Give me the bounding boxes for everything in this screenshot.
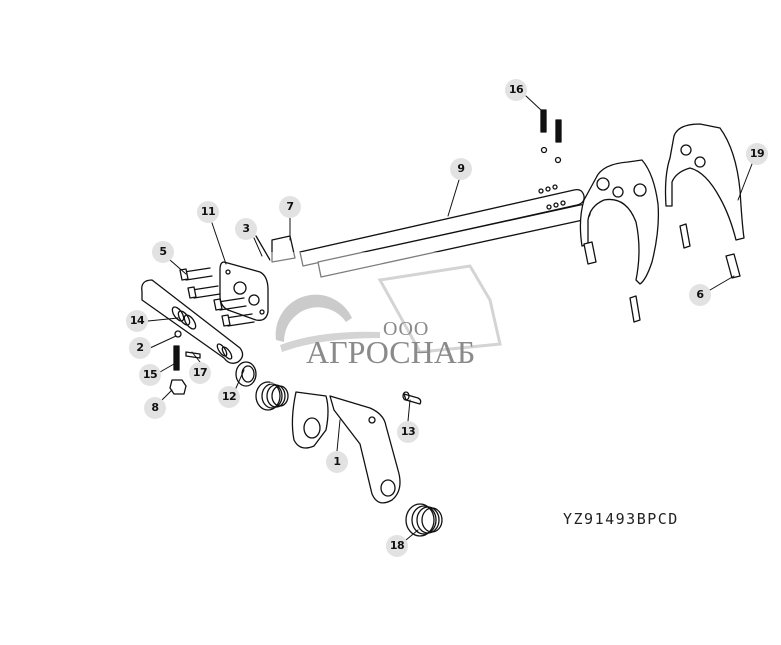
callout-5: 5 [152,241,174,263]
spring-upper-drawing [255,381,289,411]
callout-19: 19 [746,143,768,165]
leader-lines [147,95,753,541]
watermark-prefix: ООО [383,318,430,340]
callout-15: 15 [139,364,161,386]
callout-1: 1 [326,451,348,473]
callout-9: 9 [450,158,472,180]
shaft-drawing [141,279,244,364]
callout-11: 11 [197,201,219,223]
shift-fork-left-drawing [579,159,660,323]
callout-7: 7 [279,196,301,218]
callout-17: 17 [189,362,211,384]
callout-18: 18 [386,535,408,557]
shift-lever-drawing [291,391,401,504]
watermark-logo [270,252,535,384]
cover-plate-drawing [219,261,269,321]
drawing-code: YZ91493BPCD [563,510,679,528]
callout-16: 16 [505,79,527,101]
callout-14: 14 [126,310,148,332]
callout-6: 6 [689,284,711,306]
cap-screws-drawing [179,267,255,327]
callout-12: 12 [218,386,240,408]
shift-fork-right-drawing [664,123,745,279]
spring-lower-drawing [405,503,443,537]
callout-8: 8 [144,397,166,419]
bracket-drawing [271,235,296,263]
watermark-name: АГРОСНАБ [306,334,476,370]
callout-13: 13 [397,421,419,443]
callout-2: 2 [129,337,151,359]
callout-3: 3 [235,218,257,240]
